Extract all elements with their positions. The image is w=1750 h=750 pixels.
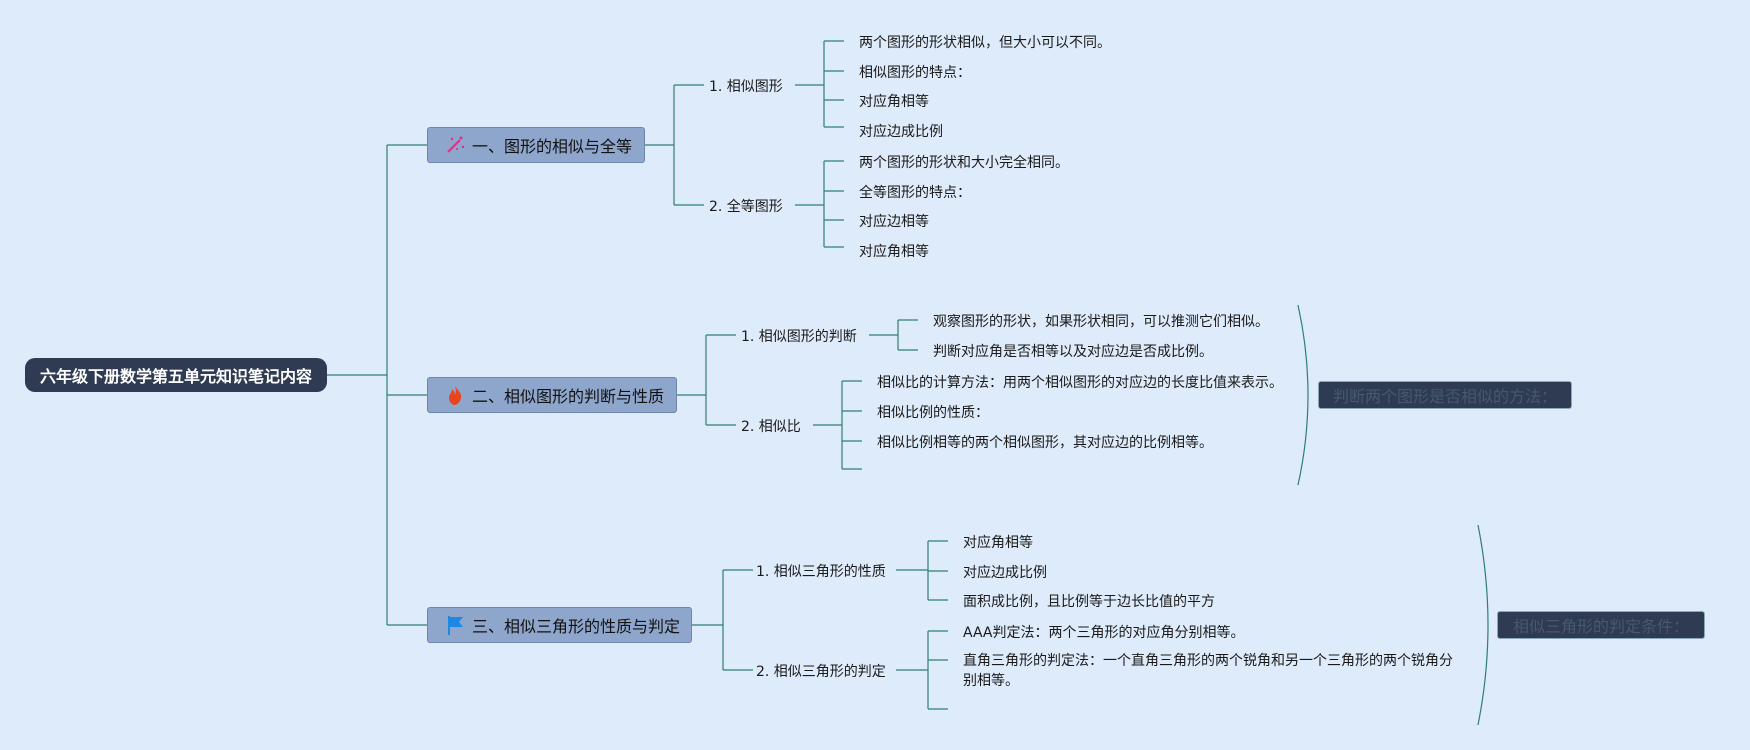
leaf[interactable]: 相似比例的性质： [877, 405, 989, 421]
branch-title: 一、图形的相似与全等 [472, 137, 633, 156]
flag-icon [444, 614, 466, 636]
leaf[interactable]: 面积成比例，且比例等于边长比值的平方 [963, 594, 1215, 610]
leaf[interactable]: 两个图形的形状相似，但大小可以不同。 [859, 35, 1111, 51]
leaf[interactable]: 相似比的计算方法：用两个相似图形的对应边的长度比值来表示。 [877, 375, 1283, 391]
leaf[interactable]: 对应边成比例 [859, 124, 943, 140]
leaf[interactable]: 对应边相等 [859, 214, 929, 230]
leaf[interactable]: AAA判定法：两个三角形的对应角分别相等。 [963, 625, 1245, 641]
subtopic-similar-figures[interactable]: 1. 相似图形 [709, 79, 783, 95]
magic-wand-icon [444, 134, 466, 156]
leaf[interactable]: 两个图形的形状和大小完全相同。 [859, 155, 1069, 171]
leaf[interactable]: 直角三角形的判定法：一个直角三角形的两个锐角和另一个三角形的两个锐角分 别相等。 [963, 651, 1453, 691]
subtopic-similarity-judgment[interactable]: 1. 相似图形的判断 [741, 329, 857, 345]
leaf[interactable]: 对应角相等 [859, 244, 929, 260]
root-topic[interactable]: 六年级下册数学第五单元知识笔记内容 [25, 358, 327, 392]
fire-icon [444, 384, 466, 406]
subtopic-similarity-ratio[interactable]: 2. 相似比 [741, 419, 801, 435]
leaf[interactable]: 相似图形的特点： [859, 65, 971, 81]
leaf[interactable]: 判断对应角是否相等以及对应边是否成比例。 [933, 344, 1213, 360]
leaf-line: 别相等。 [963, 673, 1019, 689]
subtopic-triangle-properties[interactable]: 1. 相似三角形的性质 [756, 564, 886, 580]
leaf[interactable]: 对应角相等 [859, 94, 929, 110]
summary-triangle-criteria[interactable]: 相似三角形的判定条件： [1497, 611, 1705, 639]
branch-similar-and-congruent[interactable]: 一、图形的相似与全等 [427, 127, 645, 163]
branch-title: 二、相似图形的判断与性质 [472, 387, 665, 406]
branch-title: 三、相似三角形的性质与判定 [472, 617, 681, 636]
subtopic-triangle-criteria[interactable]: 2. 相似三角形的判定 [756, 664, 886, 680]
leaf[interactable]: 相似比例相等的两个相似图形，其对应边的比例相等。 [877, 435, 1213, 451]
leaf[interactable]: 对应角相等 [963, 535, 1033, 551]
leaf[interactable]: 观察图形的形状，如果形状相同，可以推测它们相似。 [933, 314, 1269, 330]
summary-similarity-methods[interactable]: 判断两个图形是否相似的方法： [1318, 381, 1572, 409]
leaf-line: 直角三角形的判定法：一个直角三角形的两个锐角和另一个三角形的两个锐角分 [963, 653, 1453, 669]
subtopic-congruent-figures[interactable]: 2. 全等图形 [709, 199, 783, 215]
leaf[interactable]: 全等图形的特点： [859, 185, 971, 201]
leaf[interactable]: 对应边成比例 [963, 565, 1047, 581]
branch-judgment-and-properties[interactable]: 二、相似图形的判断与性质 [427, 377, 677, 413]
branch-similar-triangles[interactable]: 三、相似三角形的性质与判定 [427, 607, 692, 643]
